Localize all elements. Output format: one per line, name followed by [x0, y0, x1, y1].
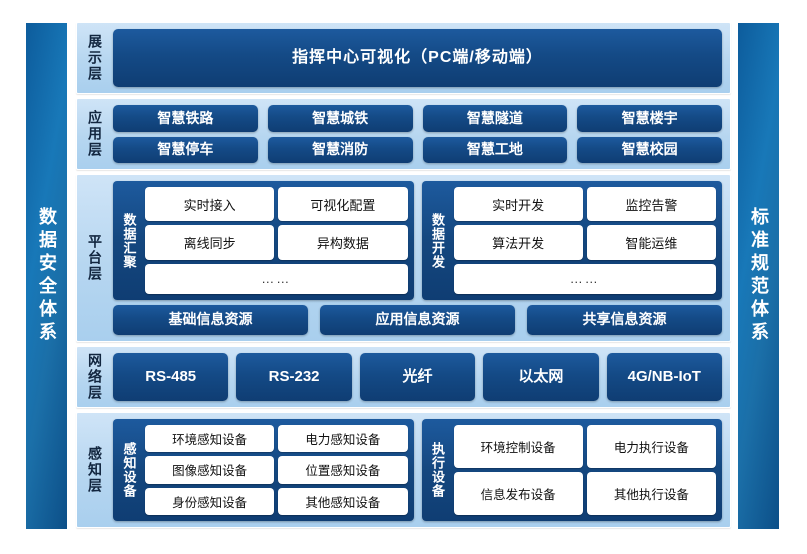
platform-tile[interactable]: 离线同步	[145, 225, 275, 260]
perception-tile[interactable]: 位置感知设备	[278, 456, 408, 484]
platform-tile[interactable]: 可视化配置	[278, 187, 408, 222]
platform-groups: 数据汇聚 实时接入 可视化配置 离线同步 异构数据 …… 数据开发	[113, 181, 722, 300]
perception-groups: 感知设备 环境感知设备 电力感知设备 图像感知设备 位置感知设备 身份感知设备 …	[113, 419, 722, 521]
platform-tile[interactable]: 算法开发	[453, 225, 583, 260]
platform-tile[interactable]: 智能运维	[586, 225, 716, 260]
network-grid: RS-485 RS-232 光纤 以太网 4G/NB-IoT	[113, 353, 722, 401]
perception-tile[interactable]: 电力执行设备	[586, 425, 716, 468]
network-item[interactable]: RS-485	[113, 353, 229, 401]
platform-tile-ellipsis[interactable]: ……	[453, 263, 716, 294]
layer-presentation: 展示层 指挥中心可视化（PC端/移动端）	[76, 22, 731, 94]
platform-group-data-aggregation: 数据汇聚 实时接入 可视化配置 离线同步 异构数据 ……	[113, 181, 414, 300]
application-item[interactable]: 智慧隧道	[422, 105, 568, 132]
platform-resource-item[interactable]: 共享信息资源	[527, 305, 722, 335]
pillar-standards: 标准规范体系	[737, 22, 780, 530]
application-item[interactable]: 智慧工地	[422, 136, 568, 163]
application-item[interactable]: 智慧停车	[113, 136, 258, 163]
network-item[interactable]: RS-232	[236, 353, 352, 401]
platform-tile[interactable]: 实时接入	[145, 187, 275, 222]
layer-application: 应用层 智慧铁路 智慧城铁 智慧隧道 智慧楼宇 智慧停车 智慧消防 智慧工地 智…	[76, 98, 731, 170]
platform-group-title: 数据汇聚	[121, 212, 137, 269]
perception-group-grid: 环境感知设备 电力感知设备 图像感知设备 位置感知设备 身份感知设备 其他感知设…	[145, 425, 408, 515]
application-item[interactable]: 智慧消防	[267, 136, 413, 163]
perception-tile[interactable]: 其他感知设备	[278, 487, 408, 515]
perception-group-execution-devices: 执行设备 环境控制设备 电力执行设备 信息发布设备 其他执行设备	[421, 419, 722, 521]
platform-tile[interactable]: 异构数据	[278, 225, 408, 260]
platform-group-data-development: 数据开发 实时开发 监控告警 算法开发 智能运维 ……	[421, 181, 722, 300]
application-item[interactable]: 智慧楼宇	[577, 105, 722, 132]
application-item[interactable]: 智慧校园	[577, 136, 722, 163]
perception-tile[interactable]: 身份感知设备	[145, 487, 275, 515]
platform-resource-bar: 基础信息资源 应用信息资源 共享信息资源	[113, 305, 722, 335]
platform-group-grid: 实时接入 可视化配置 离线同步 异构数据 ……	[145, 187, 408, 294]
layer-stack: 展示层 指挥中心可视化（PC端/移动端） 应用层 智慧铁路 智慧城铁 智慧隧道 …	[76, 22, 731, 530]
perception-group-sensing-devices: 感知设备 环境感知设备 电力感知设备 图像感知设备 位置感知设备 身份感知设备 …	[113, 419, 414, 521]
layer-label-perception: 感知层	[87, 446, 103, 494]
platform-tile[interactable]: 监控告警	[586, 187, 716, 222]
layer-label-platform: 平台层	[87, 234, 103, 282]
pillar-data-security: 数据安全体系	[25, 22, 68, 530]
perception-tile[interactable]: 图像感知设备	[145, 456, 275, 484]
perception-tile[interactable]: 其他执行设备	[586, 472, 716, 515]
layer-body-application: 智慧铁路 智慧城铁 智慧隧道 智慧楼宇 智慧停车 智慧消防 智慧工地 智慧校园	[113, 105, 722, 163]
perception-tile[interactable]: 电力感知设备	[278, 425, 408, 453]
layer-network: 网络层 RS-485 RS-232 光纤 以太网 4G/NB-IoT	[76, 346, 731, 408]
perception-group-title: 感知设备	[121, 442, 137, 498]
layer-body-network: RS-485 RS-232 光纤 以太网 4G/NB-IoT	[113, 353, 722, 401]
application-item[interactable]: 智慧铁路	[113, 105, 258, 132]
layer-label-network: 网络层	[87, 353, 103, 401]
presentation-banner[interactable]: 指挥中心可视化（PC端/移动端）	[113, 29, 722, 87]
perception-group-grid: 环境控制设备 电力执行设备 信息发布设备 其他执行设备	[453, 425, 716, 515]
platform-tile[interactable]: 实时开发	[453, 187, 583, 222]
network-item[interactable]: 以太网	[483, 353, 599, 401]
layer-body-platform: 数据汇聚 实时接入 可视化配置 离线同步 异构数据 …… 数据开发	[113, 181, 722, 335]
network-item[interactable]: 光纤	[359, 353, 476, 401]
platform-resource-item[interactable]: 应用信息资源	[320, 305, 515, 335]
platform-group-grid: 实时开发 监控告警 算法开发 智能运维 ……	[453, 187, 716, 294]
perception-group-title: 执行设备	[430, 442, 445, 498]
perception-tile[interactable]: 环境感知设备	[145, 425, 275, 453]
perception-tile[interactable]: 环境控制设备	[453, 425, 583, 468]
layer-platform: 平台层 数据汇聚 实时接入 可视化配置 离线同步 异构数据 ……	[76, 174, 731, 342]
layer-body-presentation: 指挥中心可视化（PC端/移动端）	[113, 29, 722, 87]
application-grid: 智慧铁路 智慧城铁 智慧隧道 智慧楼宇 智慧停车 智慧消防 智慧工地 智慧校园	[113, 105, 722, 163]
platform-tile-ellipsis[interactable]: ……	[145, 263, 408, 294]
layer-label-presentation: 展示层	[87, 34, 103, 82]
perception-tile[interactable]: 信息发布设备	[453, 472, 583, 515]
layer-label-application: 应用层	[87, 110, 103, 158]
application-item[interactable]: 智慧城铁	[267, 105, 413, 132]
layer-perception: 感知层 感知设备 环境感知设备 电力感知设备 图像感知设备 位置感知设备 身份感…	[76, 412, 731, 528]
network-item[interactable]: 4G/NB-IoT	[606, 353, 722, 401]
platform-resource-item[interactable]: 基础信息资源	[113, 305, 308, 335]
layer-body-perception: 感知设备 环境感知设备 电力感知设备 图像感知设备 位置感知设备 身份感知设备 …	[113, 419, 722, 521]
platform-group-title: 数据开发	[430, 212, 445, 269]
